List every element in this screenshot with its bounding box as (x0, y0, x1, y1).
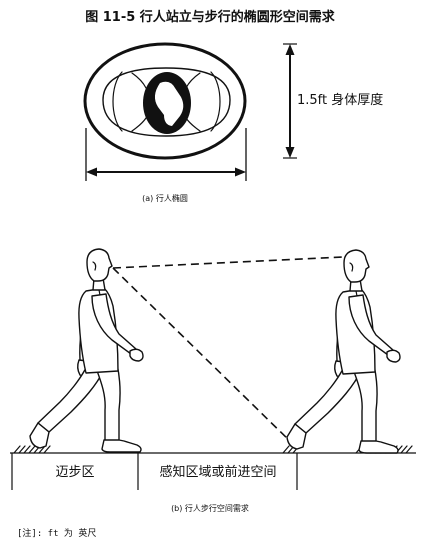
pedestrian-figure-right (286, 249, 401, 454)
sight-line-lower (112, 267, 296, 447)
zone-label-perception: 感知区域或前进空间 (159, 464, 276, 480)
ground-hatching (13, 445, 413, 454)
body-depth-label: 1.5ft 身体厚度 (297, 92, 383, 108)
footnote: [注]: ft 为 英尺 (17, 527, 96, 539)
right-arm-curve (210, 71, 221, 132)
zone-label-stride: 迈步区 (55, 465, 94, 480)
depth-arrowhead-top (285, 44, 295, 55)
width-arrowhead-left (86, 167, 97, 177)
body-width-dimension (85, 128, 247, 181)
panel-a-pedestrian-ellipse: 1.5ft 身体厚度 (a) 行人椭圆 (83, 42, 383, 203)
shoulder-fold-lines (131, 72, 201, 132)
body-depth-dimension (283, 43, 297, 159)
panel-a-caption: (a) 行人椭圆 (142, 193, 188, 203)
left-arm-curve (112, 71, 123, 132)
panel-b-walking-space: 迈步区 感知区域或前进空间 (b) 行人步行空间需求 (10, 248, 416, 513)
depth-arrowhead-bottom (285, 147, 295, 158)
head-highlight (154, 81, 184, 126)
panel-b-caption: (b) 行人步行空间需求 (171, 503, 249, 513)
figure-title: 图 11-5 行人站立与步行的椭圆形空间需求 (85, 9, 336, 25)
sight-line-upper (112, 256, 344, 269)
width-arrowhead-right (235, 167, 246, 177)
pedestrian-figure-left (29, 248, 144, 453)
